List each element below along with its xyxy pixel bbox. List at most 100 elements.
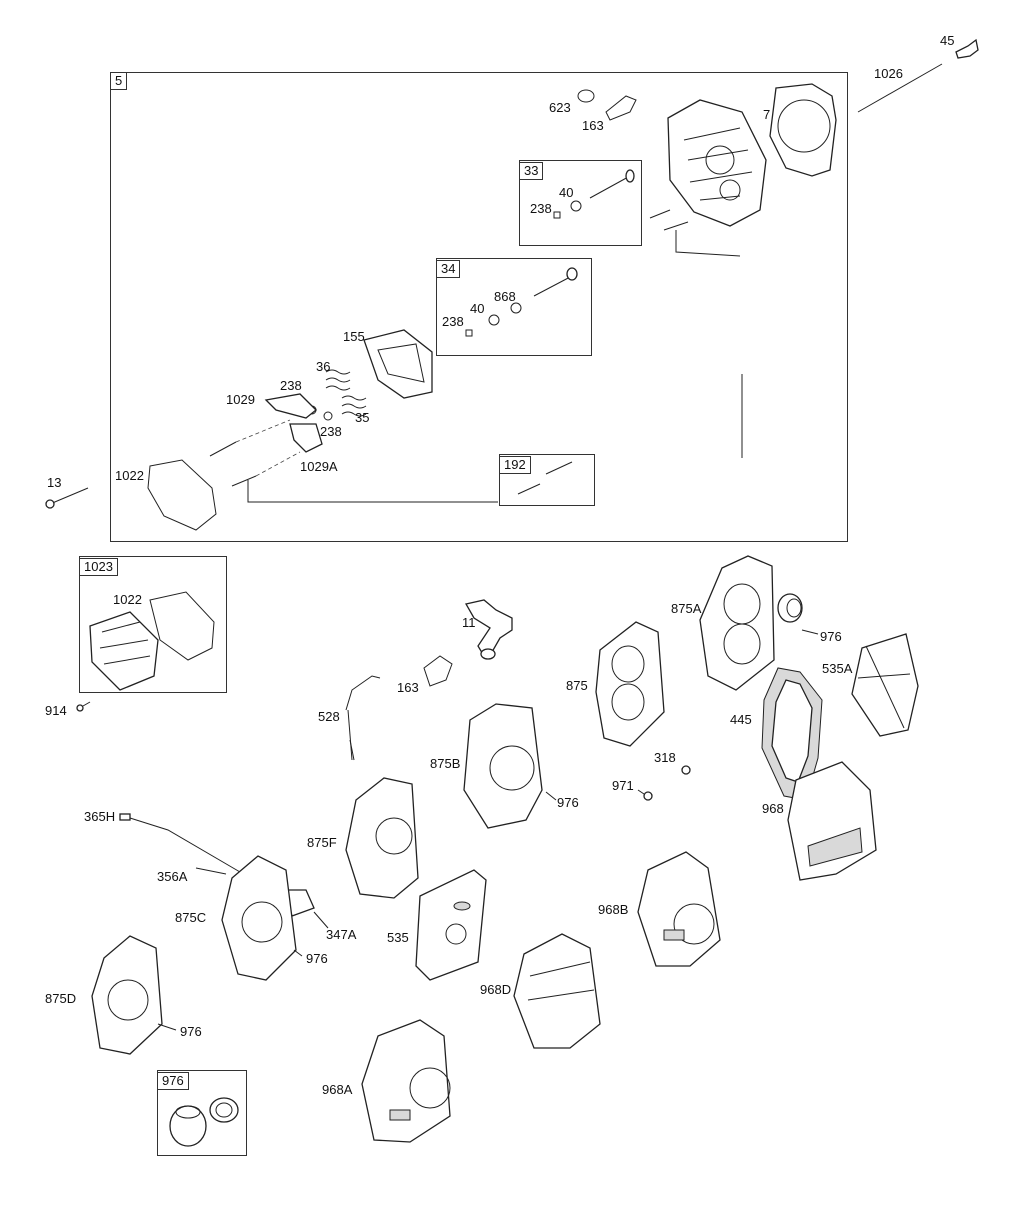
- air-cleaner-base-875D: [91, 935, 163, 1055]
- rocker-arm-1029: [264, 393, 317, 419]
- part-label: 875F: [307, 835, 337, 850]
- part-label: 528: [318, 709, 340, 724]
- assembly-box-5: [110, 72, 848, 542]
- part-label: 875: [566, 678, 588, 693]
- wire-harness-365H: [119, 813, 241, 873]
- fitting-976-kit: [169, 1097, 239, 1147]
- part-label: 445: [730, 712, 752, 727]
- part-label: 238: [530, 201, 552, 216]
- part-label: 968: [762, 801, 784, 816]
- part-label: 535A: [822, 661, 853, 676]
- air-cleaner-base-875A: [699, 555, 775, 691]
- part-label: 163: [582, 118, 604, 133]
- assembly-tag-5: 5: [110, 72, 128, 90]
- kit-tag-192: 192: [499, 456, 531, 474]
- gasket-163-top: [605, 95, 637, 121]
- cylinder-head: [667, 99, 767, 227]
- part-label: 875D: [45, 991, 77, 1006]
- exhaust-valve-34: [465, 267, 578, 337]
- gasket-163: [423, 655, 453, 687]
- valve-45: [955, 38, 979, 59]
- cover-gasket-1022: [147, 459, 217, 531]
- kit-tag-1023: 1023: [79, 558, 118, 576]
- kit-box-1023: [79, 556, 227, 693]
- part-label: 13: [47, 475, 62, 490]
- part-label: 1022: [113, 592, 142, 607]
- kit-tag-976: 976: [157, 1072, 189, 1090]
- elbow-11: [464, 599, 513, 660]
- part-label: 40: [559, 185, 574, 200]
- air-cleaner-cover-968A: [361, 1019, 451, 1143]
- air-cleaner-cover-968: [787, 761, 877, 881]
- air-cleaner-base-875F: [345, 777, 419, 899]
- part-label: 976: [820, 629, 842, 644]
- part-label: 7: [763, 107, 771, 122]
- kit-tag-33: 33: [519, 162, 544, 180]
- air-cleaner-cover-968D: [513, 933, 601, 1049]
- part-label: 163: [397, 680, 419, 695]
- kit-box-192: [499, 454, 595, 506]
- part-label: 365H: [84, 809, 116, 824]
- prefilter-535A: [851, 633, 919, 737]
- breather-tube-528: [345, 675, 381, 761]
- kit-box-33: [519, 160, 642, 246]
- part-label: 875C: [175, 910, 207, 925]
- cover-gasket-1022-kit: [149, 591, 215, 661]
- part-label: 238: [280, 378, 302, 393]
- valve-guides: [649, 209, 741, 257]
- part-label: 971: [612, 778, 634, 793]
- part-label: 535: [387, 930, 409, 945]
- screw-971: [637, 789, 653, 801]
- air-cleaner-base-875B: [463, 703, 543, 829]
- rocker-arm-1029A: [289, 423, 323, 453]
- part-label: 976: [557, 795, 579, 810]
- part-label: 40: [470, 301, 485, 316]
- air-cleaner-base-875C: [221, 855, 297, 981]
- screw-914: [76, 701, 91, 712]
- filter-element-445: [761, 667, 823, 801]
- air-cleaner-cover-968B: [637, 851, 721, 967]
- screw-318: [681, 765, 691, 775]
- part-label: 155: [343, 329, 365, 344]
- part-label: 914: [45, 703, 67, 718]
- leader-lines: [157, 629, 819, 1031]
- fitting-976-a: [777, 593, 803, 623]
- part-label: 1022: [115, 468, 144, 483]
- part-label: 45: [940, 33, 955, 48]
- part-label: 875B: [430, 756, 461, 771]
- gasket-623: [577, 89, 595, 103]
- part-label: 356A: [157, 869, 188, 884]
- part-label: 1029: [226, 392, 255, 407]
- part-label: 35: [355, 410, 370, 425]
- part-label: 976: [306, 951, 328, 966]
- part-label: 347A: [326, 927, 357, 942]
- part-label: 968D: [480, 982, 512, 997]
- rocker-cover-155: [363, 329, 433, 399]
- part-label: 968A: [322, 1082, 353, 1097]
- kit-box-976: [157, 1070, 247, 1156]
- kit-tag-34: 34: [436, 260, 461, 278]
- part-label: 238: [442, 314, 464, 329]
- part-label: 875A: [671, 601, 702, 616]
- part-label: 238: [320, 424, 342, 439]
- prefilter-535: [415, 869, 487, 981]
- valve-cover-1023: [89, 611, 159, 691]
- part-label: 1029A: [300, 459, 338, 474]
- part-label: 623: [549, 100, 571, 115]
- pushrod-1026: [857, 63, 943, 113]
- sensor-356A: [195, 867, 227, 875]
- part-label: 1026: [874, 66, 903, 81]
- intake-valve-33: [553, 169, 635, 219]
- part-label: 318: [654, 750, 676, 765]
- head-gasket-7: [769, 83, 837, 177]
- air-cleaner-base-875: [595, 621, 665, 747]
- part-label: 976: [180, 1024, 202, 1039]
- rocker-studs: [209, 374, 743, 503]
- part-label: 36: [316, 359, 331, 374]
- part-label: 868: [494, 289, 516, 304]
- part-label: 11: [462, 615, 476, 630]
- part-label: 968B: [598, 902, 629, 917]
- bolt-13: [45, 487, 89, 509]
- kit-box-34: [436, 258, 592, 356]
